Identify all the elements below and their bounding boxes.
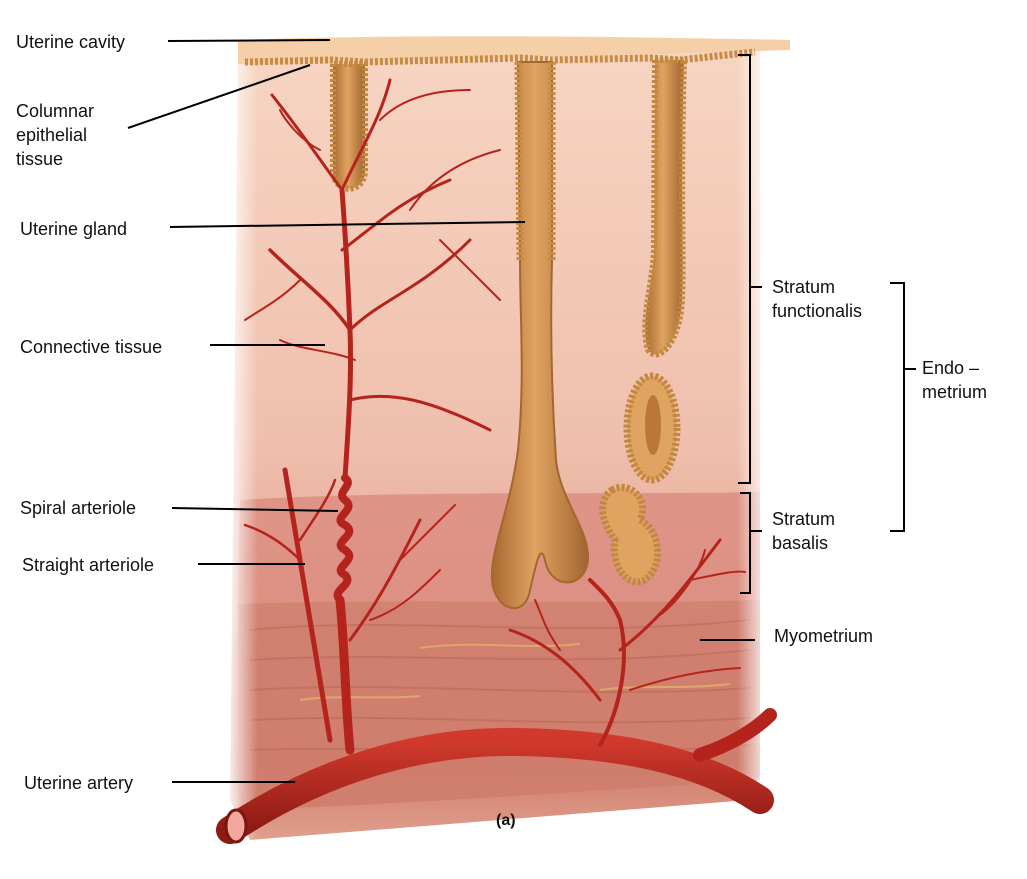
label-uterine-gland: Uterine gland: [20, 219, 128, 239]
label-straight-arteriole: Straight arteriole: [22, 555, 155, 575]
uterine-cavity-surface: [238, 36, 790, 64]
arterial-tree: [216, 78, 777, 844]
gland-2: [490, 61, 590, 610]
label-connective-tissue: Connective tissue: [20, 337, 163, 357]
label-uterine-cavity: Uterine cavity: [16, 32, 126, 52]
label-columnar-epithelial-tissue: Columnar epithelial tissue: [16, 101, 95, 169]
gland-1: [330, 61, 368, 192]
figure-caption: (a): [496, 812, 516, 829]
leader-lines: [127, 39, 755, 783]
label-myometrium: Myometrium: [774, 626, 874, 646]
label-endometrium: Endo – metrium: [922, 358, 988, 402]
gland-section-2: [599, 483, 662, 586]
label-uterine-artery: Uterine artery: [24, 773, 134, 793]
label-stratum-basalis: Stratum basalis: [772, 509, 836, 553]
label-spiral-arteriole: Spiral arteriole: [20, 498, 137, 518]
epithelium-layer: [244, 48, 756, 66]
gland-3: [642, 57, 688, 358]
artery-lumen: [224, 808, 248, 844]
label-stratum-functionalis: Stratum functionalis: [772, 277, 863, 321]
layer-brackets: [738, 54, 916, 594]
